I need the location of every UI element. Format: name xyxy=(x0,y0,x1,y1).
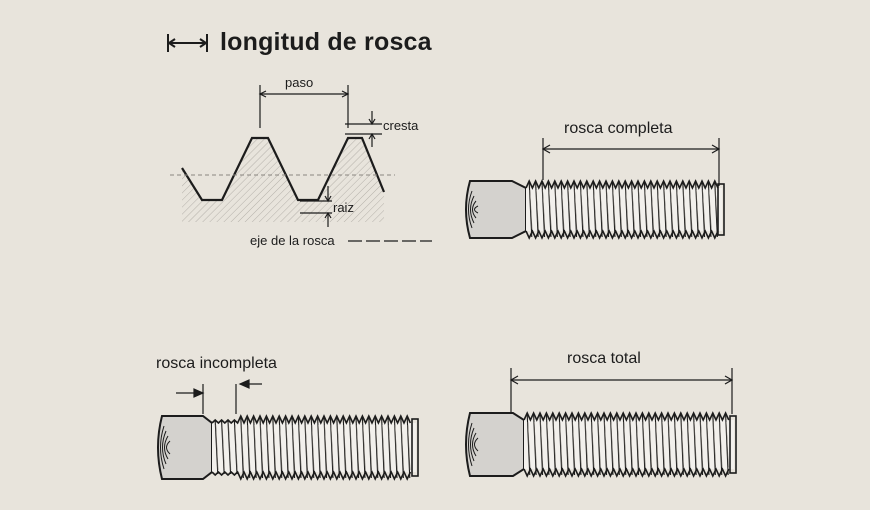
raiz-label: raiz xyxy=(333,200,354,215)
cresta-label: cresta xyxy=(383,118,419,133)
legend-title: longitud de rosca xyxy=(220,28,432,56)
rosca-total-label: rosca total xyxy=(567,350,641,367)
profile-hatch xyxy=(182,138,384,222)
screw-incompleta xyxy=(157,414,419,481)
dim-completa xyxy=(541,138,721,186)
dim-incompleta xyxy=(176,379,262,414)
rosca-completa-label: rosca completa xyxy=(564,120,673,137)
rosca-incompleta-label: rosca incompleta xyxy=(156,355,277,372)
raiz-dimension xyxy=(300,186,332,227)
screw-incompleta-threads xyxy=(211,414,419,481)
screw-total-threads xyxy=(523,411,737,478)
paso-dimension xyxy=(258,85,350,128)
dim-total xyxy=(509,368,734,414)
paso-label: paso xyxy=(285,75,314,90)
screw-completa xyxy=(465,179,725,240)
length-symbol-icon xyxy=(167,34,208,52)
profile-outline xyxy=(181,136,386,202)
cresta-dimension xyxy=(345,111,382,147)
thread-profile xyxy=(170,85,432,242)
screw-completa-threads xyxy=(525,179,725,240)
screw-total xyxy=(465,411,737,478)
eje-label: eje de la rosca xyxy=(250,233,335,248)
